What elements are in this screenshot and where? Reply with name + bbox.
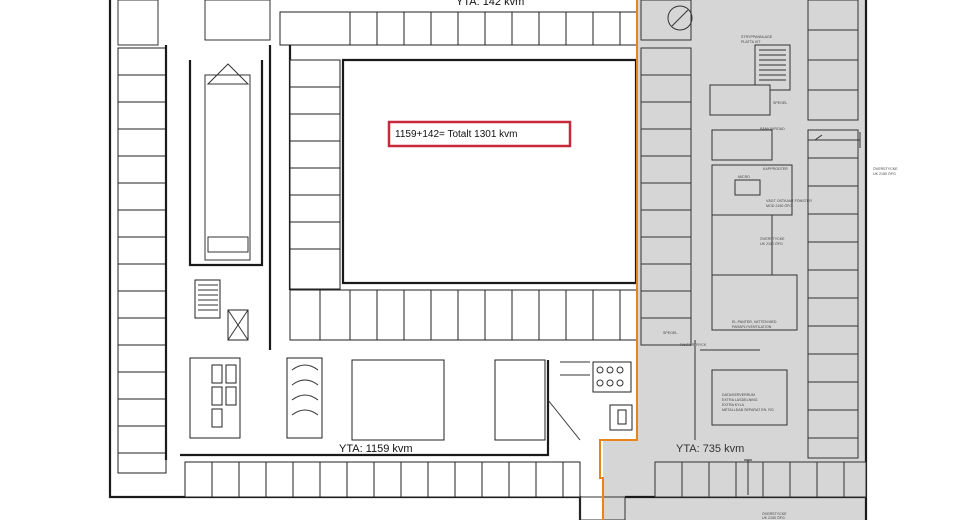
lower-middle-block: [180, 357, 633, 457]
note-elpanter-b: PARAPLYVENTILATION: [732, 325, 772, 329]
label-left-area: YTA: 1159 kvm: [339, 443, 413, 455]
note-platta: PLATTA VIT: [741, 40, 761, 44]
note-trappa: STRYPPANNLAGE: [741, 35, 773, 39]
note-data4: METALLDAB SEPARAT EN. RO: [722, 408, 774, 412]
label-right-area: YTA: 735 kvm: [676, 443, 744, 455]
top-room-row: [117, 0, 638, 46]
note-fonster-b: MOD 2150 ÖFG: [766, 204, 792, 208]
note-overstycke3: ÖVERSTYCKE: [762, 512, 787, 516]
bottom-room-row: [184, 461, 867, 520]
note-elpanter: EL-PANTER, VATTEN MED: [732, 320, 777, 324]
courtyard: [288, 45, 638, 341]
dimension-marks: [744, 132, 861, 495]
note-bankavrad: BÄNKAVROAD: [760, 127, 785, 131]
note-overstycke2b: UK 2150 ÖFG: [760, 242, 783, 246]
note-spegel1: SPEGEL: [773, 101, 787, 105]
label-top-area: YTA: 142 kvm: [456, 0, 524, 8]
note-fonster: VÄGT OSTKANT FÖNSTER: [766, 199, 812, 203]
note-overstycke3b: UK 2150 ÖFG: [762, 516, 785, 520]
note-fakturatryck: FAKTURTRYCK: [680, 343, 707, 347]
note-kapprod: KAPPRODTER: [763, 167, 788, 171]
note-micro: MICRO: [738, 175, 750, 179]
gray-inner-column: [640, 0, 693, 346]
note-overstycke1: ÖVERSTYCKE: [873, 167, 898, 171]
left-central-block: [164, 45, 272, 460]
gray-zone-ext: [603, 440, 638, 520]
note-spegel2: SPEGEL: [663, 331, 677, 335]
note-data1: DATA/SERVERRUM: [722, 393, 755, 397]
left-room-column: [117, 47, 167, 474]
total-highlight-box: [387, 120, 572, 148]
lease-boundary: [599, 0, 638, 520]
note-data2: EXTRA LASDELNING: [722, 398, 758, 402]
gray-core: [694, 44, 798, 440]
label-total: 1159+142= Totalt 1301 kvm: [395, 129, 518, 140]
note-overstycke1b: UK 2150 ÖFG: [873, 172, 896, 176]
note-data3: EXTRA KYLA: [722, 403, 745, 407]
small-annotations: STRYPPANNLAGE PLATTA VIT SPEGEL BÄNKAVRO…: [663, 35, 898, 520]
right-room-column: [807, 0, 859, 459]
note-overstycke2: ÖVERSTYCKE: [760, 237, 785, 241]
